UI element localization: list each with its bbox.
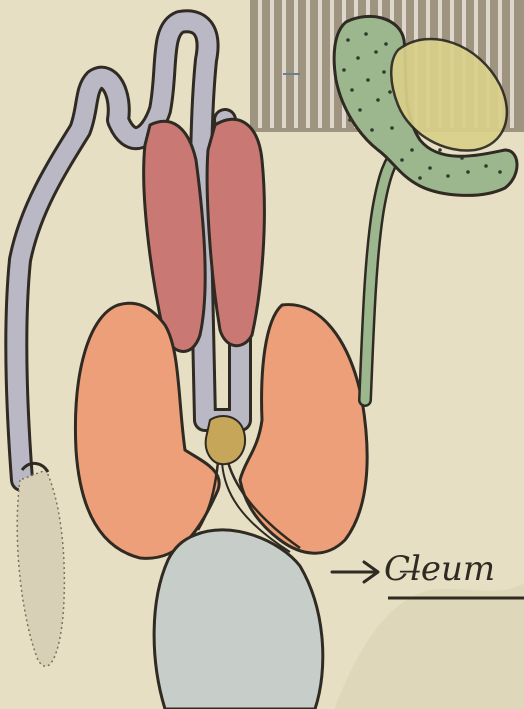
- green-sac-speckle: [382, 70, 386, 74]
- green-sac-speckle: [410, 148, 414, 152]
- red-lobe-right: [207, 119, 264, 345]
- green-sac-speckle: [498, 170, 502, 174]
- green-sac-speckle: [446, 174, 450, 178]
- inset-stripe: [510, 0, 514, 128]
- annotation-label: Cl̶eum: [384, 549, 495, 589]
- inset-stripe: [306, 0, 310, 128]
- green-sac-speckle: [484, 164, 488, 168]
- green-sac-speckle: [438, 148, 442, 152]
- green-sac-speckle: [376, 98, 380, 102]
- green-sac-speckle: [350, 88, 354, 92]
- green-sac-speckle: [358, 108, 362, 112]
- central-knob: [206, 416, 245, 464]
- green-sac-speckle: [418, 176, 422, 180]
- green-sac-speckle: [384, 42, 388, 46]
- green-sac-speckle: [342, 68, 346, 72]
- green-sac-speckle: [364, 32, 368, 36]
- green-sac-speckle: [374, 50, 378, 54]
- inset-stripe: [270, 0, 274, 128]
- inset-stripe: [258, 0, 262, 128]
- green-sac-speckle: [428, 166, 432, 170]
- green-sac-speckle: [400, 158, 404, 162]
- inset-stripe: [318, 0, 322, 128]
- green-sac-speckle: [356, 56, 360, 60]
- green-sac-speckle: [370, 128, 374, 132]
- green-sac-speckle: [388, 90, 392, 94]
- green-sac-speckle: [366, 78, 370, 82]
- green-sac-speckle: [466, 170, 470, 174]
- green-sac-speckle: [460, 156, 464, 160]
- green-sac-speckle: [390, 126, 394, 130]
- green-sac-speckle: [348, 118, 352, 122]
- inset-stripe: [282, 0, 286, 128]
- inset-stripe: [294, 0, 298, 128]
- green-sac-speckle: [346, 38, 350, 42]
